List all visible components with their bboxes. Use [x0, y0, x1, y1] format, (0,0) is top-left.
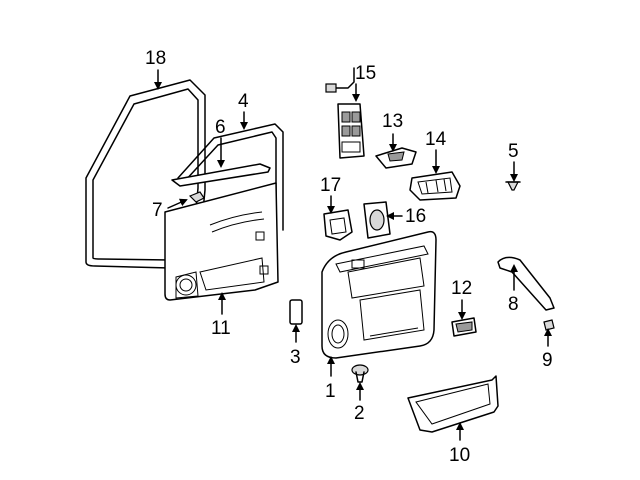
callout-labels: 18 15 4 6 13 14 5 17 7 16 12 8 11 3 1 9 … — [145, 48, 553, 466]
part-7-clip — [188, 191, 205, 203]
callout-7: 7 — [152, 200, 163, 221]
callout-4: 4 — [238, 91, 249, 112]
part-11-trim-panel — [164, 182, 279, 301]
part-17-bracket — [323, 209, 353, 241]
callout-11: 11 — [211, 318, 231, 339]
callout-15: 15 — [355, 63, 376, 84]
part-3-reflector — [289, 299, 303, 325]
part-5-pin — [505, 181, 521, 191]
callout-6: 6 — [215, 117, 226, 138]
part-1-trim-panel — [321, 230, 437, 359]
part-2-retainer — [351, 364, 369, 383]
callout-18: 18 — [145, 48, 166, 69]
callout-1: 1 — [325, 381, 336, 402]
part-9-clip — [543, 319, 555, 331]
callout-16: 16 — [405, 206, 426, 227]
callout-17: 17 — [320, 175, 341, 196]
part-13-bezel — [375, 147, 417, 169]
part-12-switch-bezel — [451, 317, 477, 337]
part-6-belt-molding — [171, 163, 271, 187]
callout-9: 9 — [542, 350, 553, 371]
callout-10: 10 — [449, 445, 470, 466]
part-16-housing — [363, 201, 391, 239]
callout-3: 3 — [290, 347, 301, 368]
part-15-switch — [325, 67, 365, 159]
callout-2: 2 — [354, 403, 365, 424]
callout-5: 5 — [508, 141, 519, 162]
callout-14: 14 — [425, 129, 447, 150]
callout-12: 12 — [451, 278, 472, 299]
leader-lines — [154, 69, 552, 441]
part-10-map-pocket — [407, 375, 499, 433]
part-8-armrest — [497, 256, 555, 311]
callout-8: 8 — [508, 294, 519, 315]
part-4-run-channel — [177, 123, 284, 231]
callout-13: 13 — [382, 111, 403, 132]
part-14-pull-cup — [409, 171, 461, 201]
